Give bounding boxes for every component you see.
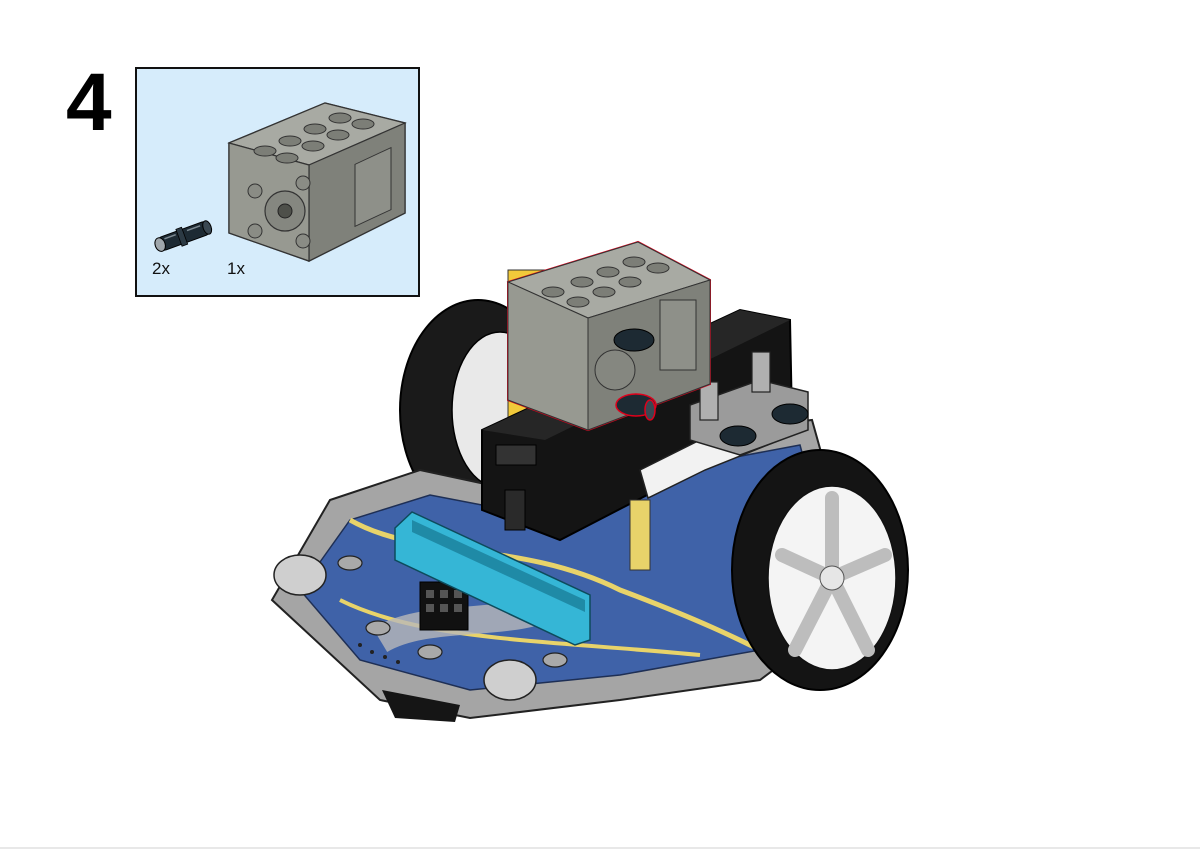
medium-motor-quantity: 1x (227, 259, 245, 278)
motor-highlighted (506, 240, 712, 432)
base-plate (270, 418, 882, 722)
cross-block (689, 351, 809, 456)
page-bottom-rule (0, 847, 1200, 849)
parts-callout: 2x 1x (135, 67, 420, 297)
front-wheel (731, 449, 909, 691)
connector-pin-quantity: 2x (152, 259, 170, 278)
step-number: 4 (66, 57, 112, 148)
connector-pin-part (154, 220, 213, 252)
connector-pins-highlighted (613, 328, 657, 421)
medium-motor-part (227, 102, 407, 262)
